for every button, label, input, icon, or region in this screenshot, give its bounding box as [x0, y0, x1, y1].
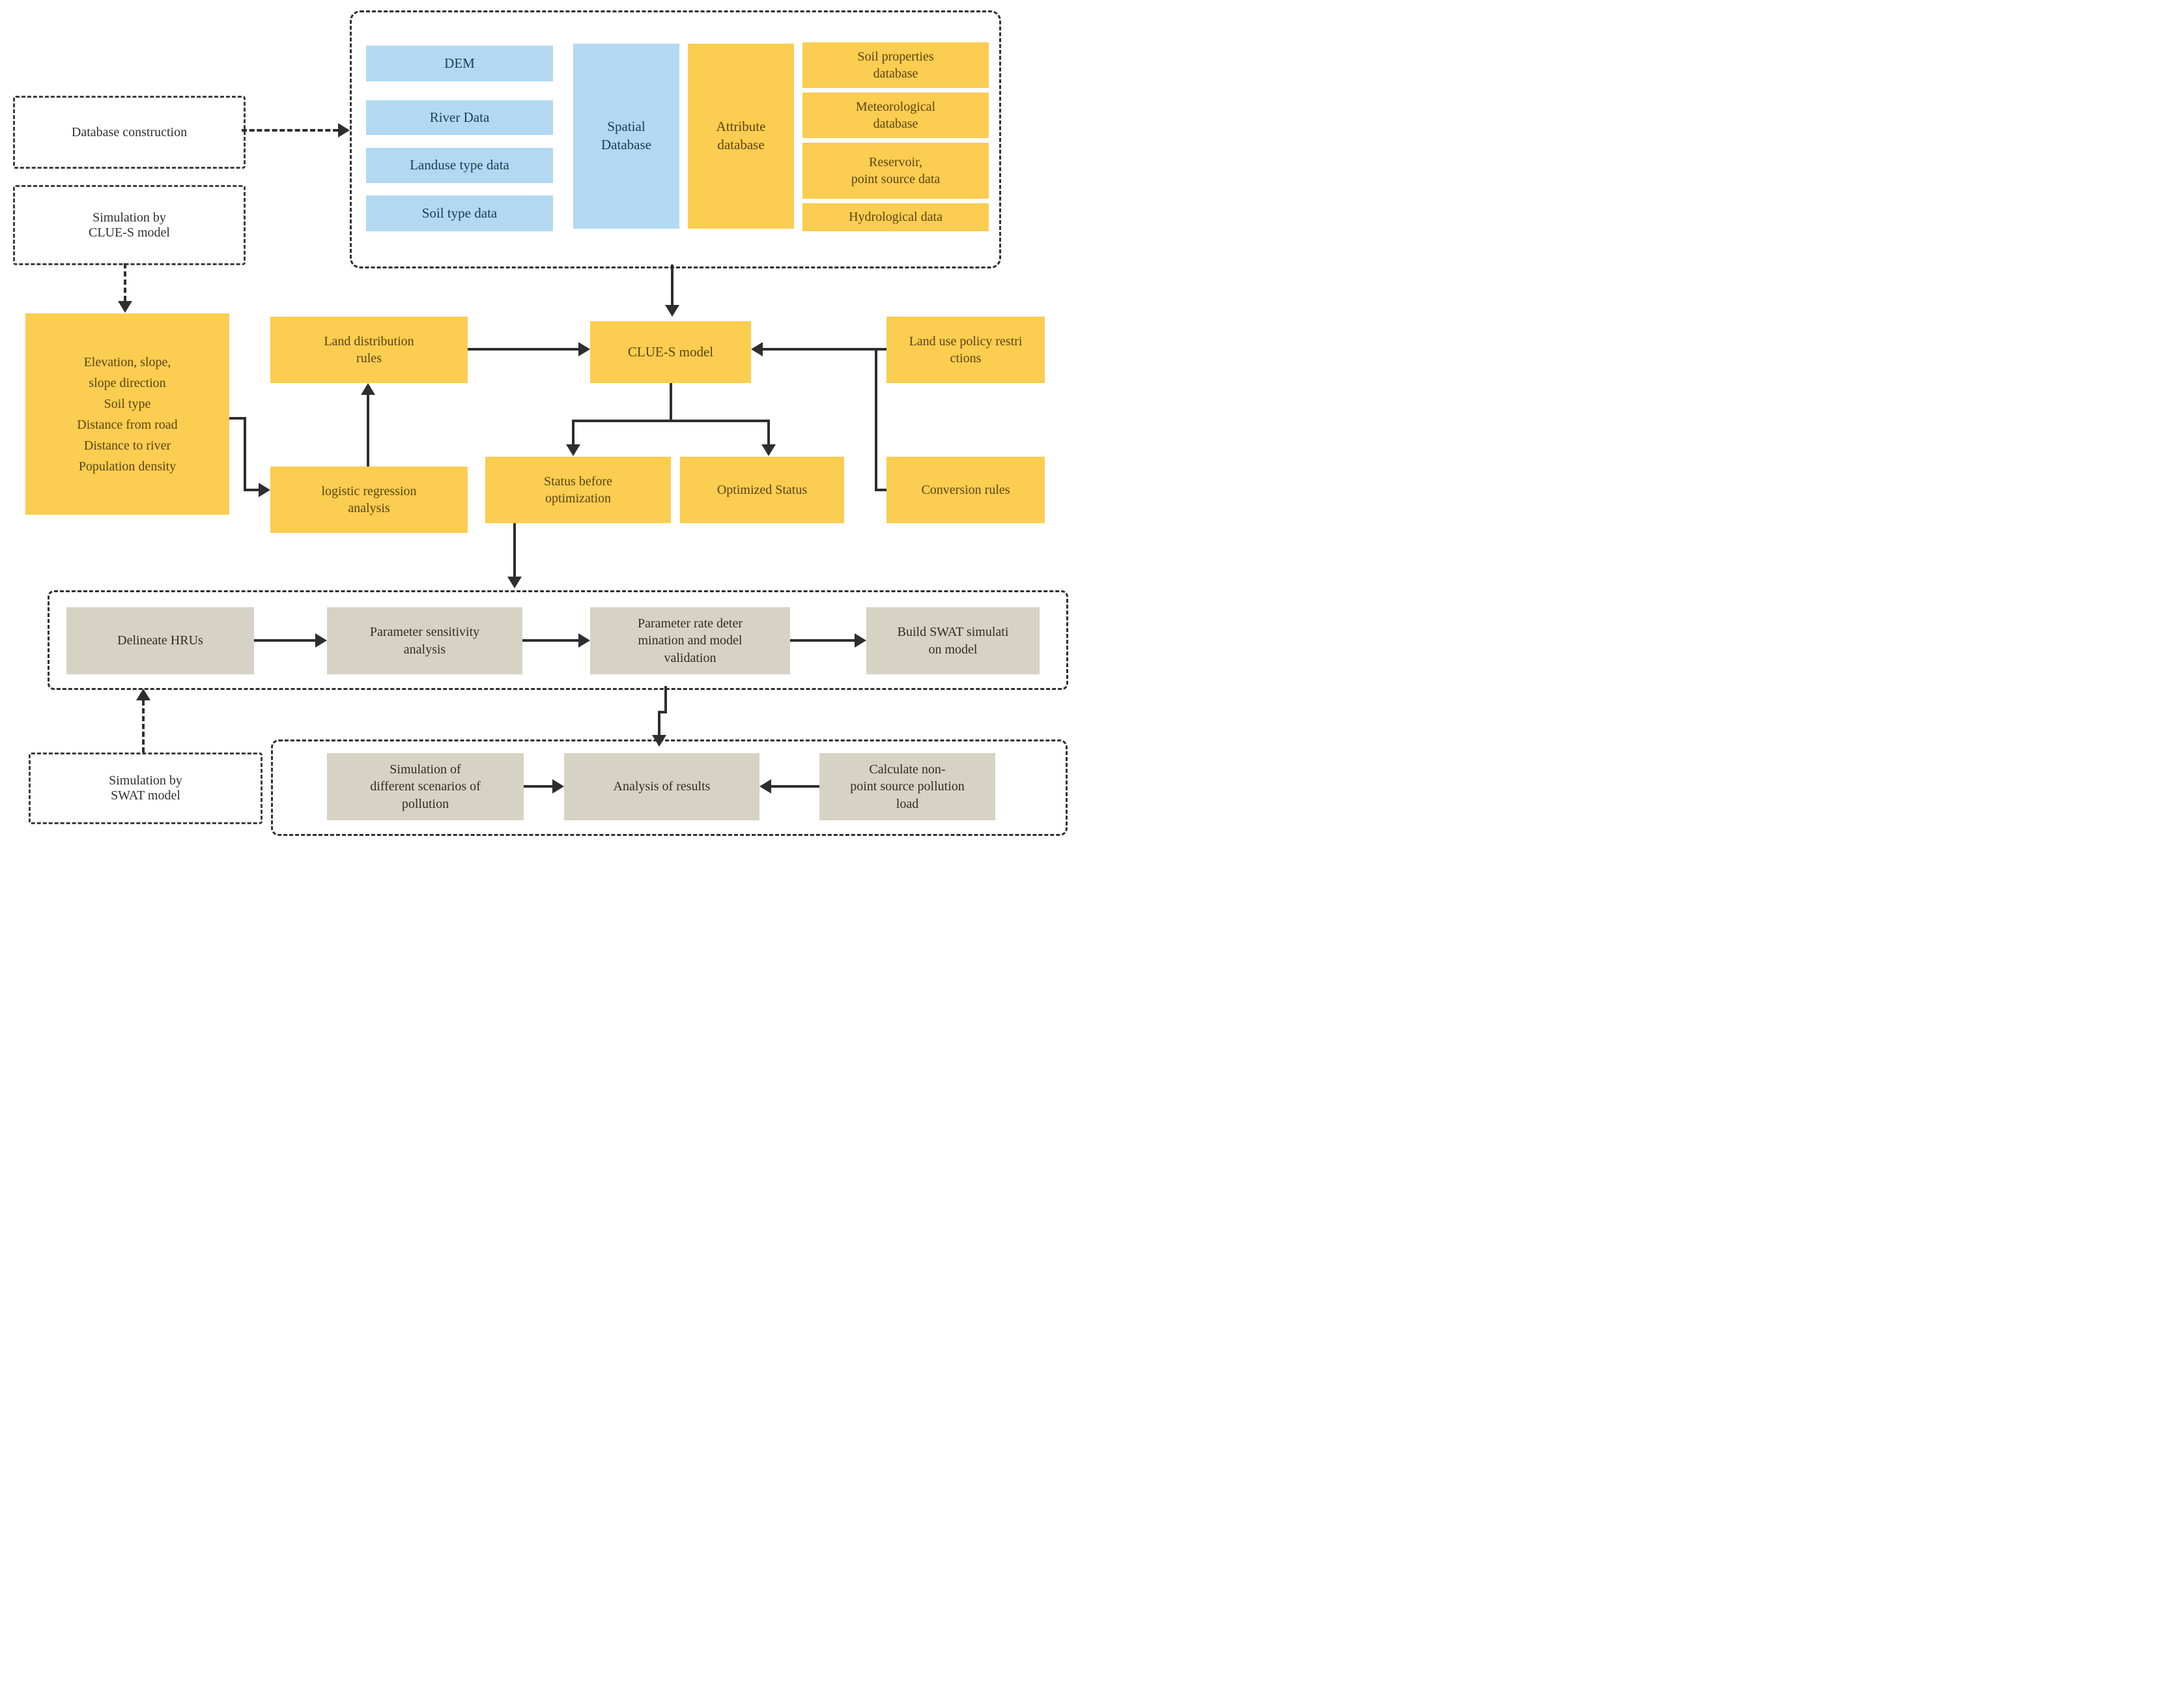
- conversion-rules-box: Conversion rules: [886, 457, 1045, 523]
- policy-to-clue-line: [763, 348, 886, 351]
- simulation-swat-arrowhead-icon: [136, 689, 150, 700]
- policy-to-clue-arrowhead-icon: [751, 342, 763, 356]
- conversion-rules-connector-v: [875, 348, 877, 491]
- scenario-simulation-box: Simulation of different scenarios of pol…: [327, 753, 524, 820]
- nps-load-box: Calculate non- point source pollution lo…: [819, 753, 995, 820]
- analysis-results-box: Analysis of results: [564, 753, 759, 820]
- scenario-to-analysis-arrowhead-icon: [552, 779, 564, 794]
- swat-to-results-jog: [658, 711, 667, 713]
- nps-to-analysis-arrowhead-icon: [759, 779, 771, 794]
- land-use-policy-box: Land use policy restri ctions: [886, 317, 1045, 383]
- database-construction-arrow: [242, 129, 338, 132]
- clue-branch-right-drop: [767, 420, 770, 446]
- swat-to-results-line-2: [658, 711, 660, 736]
- spatial-database-box: Spatial Database: [573, 44, 679, 229]
- river-data-box: River Data: [366, 100, 553, 135]
- sensitivity-to-rate-line: [522, 639, 578, 642]
- landuse-type-box: Landuse type data: [366, 148, 553, 183]
- simulation-swat-box: Simulation by SWAT model: [29, 753, 262, 824]
- reservoir-point-source-box: Reservoir, point source data: [802, 143, 989, 199]
- sensitivity-to-rate-arrowhead-icon: [578, 633, 590, 648]
- status-to-swat-line: [513, 523, 516, 577]
- clue-s-model-box: CLUE-S model: [590, 321, 751, 383]
- branch-to-status-arrowhead-icon: [566, 444, 580, 456]
- hrus-to-sensitivity-line: [254, 639, 315, 642]
- parameter-rate-box: Parameter rate deter mination and model …: [590, 607, 790, 674]
- database-to-clue-arrowhead-icon: [665, 305, 679, 317]
- database-group-container: [350, 10, 1001, 268]
- nps-to-analysis-line: [771, 785, 819, 788]
- logistic-to-ldr-arrowhead-icon: [361, 383, 375, 395]
- rate-to-build-line: [790, 639, 855, 642]
- clue-branch-left-drop: [572, 420, 574, 446]
- driving-factors-box: Elevation, slope, slope direction Soil t…: [25, 313, 229, 515]
- logistic-to-ldr-line: [367, 395, 369, 466]
- clue-branch-stem: [670, 383, 672, 422]
- simulation-swat-arrow: [142, 700, 145, 753]
- database-to-clue-line: [671, 265, 674, 305]
- rate-to-build-arrowhead-icon: [855, 633, 866, 648]
- factors-elbow-v: [244, 417, 246, 491]
- branch-to-optimized-arrowhead-icon: [761, 444, 776, 456]
- delineate-hrus-box: Delineate HRUs: [66, 607, 254, 674]
- soil-properties-box: Soil properties database: [802, 42, 989, 88]
- attribute-database-box: Attribute database: [688, 44, 794, 229]
- hydrological-box: Hydrological data: [802, 203, 989, 231]
- factors-to-logistic-arrowhead-icon: [259, 483, 270, 497]
- status-before-box: Status before optimization: [485, 457, 671, 523]
- land-distribution-rules-box: Land distribution rules: [270, 317, 468, 383]
- simulation-clue-arrowhead-icon: [118, 301, 132, 313]
- build-swat-box: Build SWAT simulati on model: [866, 607, 1040, 674]
- optimized-status-box: Optimized Status: [680, 457, 844, 523]
- ldr-to-clue-arrowhead-icon: [578, 342, 590, 356]
- ldr-to-clue-line: [468, 348, 580, 351]
- simulation-clue-box: Simulation by CLUE-S model: [13, 185, 246, 265]
- factors-elbow-h2: [244, 489, 259, 491]
- clue-branch-bar: [572, 420, 770, 422]
- factors-elbow-h1: [229, 417, 246, 420]
- hrus-to-sensitivity-arrowhead-icon: [315, 633, 327, 648]
- flowchart-canvas: DEM River Data Landuse type data Soil ty…: [0, 0, 1092, 846]
- database-construction-box: Database construction: [13, 96, 246, 169]
- database-construction-arrowhead-icon: [338, 123, 350, 137]
- soil-type-box: Soil type data: [366, 195, 553, 231]
- scenario-to-analysis-line: [524, 785, 552, 788]
- simulation-clue-arrow: [124, 263, 126, 301]
- logistic-regression-box: logistic regression analysis: [270, 466, 468, 533]
- results-container: [271, 739, 1068, 836]
- meteorological-box: Meteorological database: [802, 93, 989, 138]
- parameter-sensitivity-box: Parameter sensitivity analysis: [327, 607, 522, 674]
- dem-box: DEM: [366, 46, 553, 81]
- status-to-swat-arrowhead-icon: [507, 577, 522, 588]
- swat-to-results-line-1: [664, 686, 667, 713]
- conversion-rules-connector-h: [875, 489, 886, 491]
- swat-workflow-container: [48, 590, 1068, 690]
